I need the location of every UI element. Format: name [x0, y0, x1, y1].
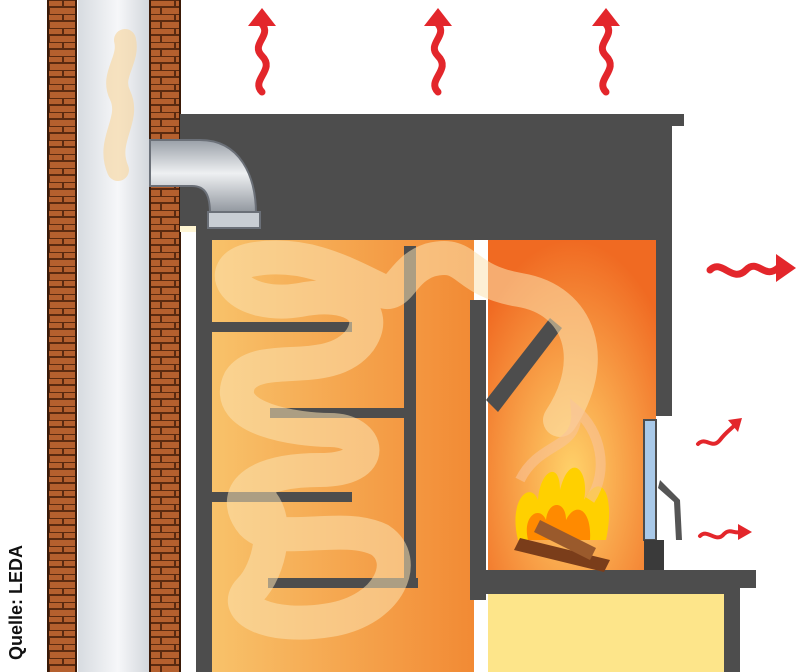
- chimney: [47, 0, 181, 672]
- smoke-flow-path: [215, 240, 598, 640]
- heat-wave-icon: [696, 422, 738, 446]
- heat-wave-icon: [598, 20, 614, 96]
- chimney-brick-wall-left: [48, 0, 76, 672]
- stove-outer-wall: [180, 114, 684, 238]
- heat-wave-icon: [430, 20, 446, 96]
- chimney-brick-wall-right: [150, 0, 180, 672]
- flue-baffles: [212, 246, 562, 600]
- heat-wave-icon: [248, 8, 276, 26]
- heat-wave-icon: [424, 8, 452, 26]
- heat-wave-icon: [698, 529, 742, 540]
- chimney-pipe-icon: [149, 139, 261, 229]
- heat-wave-icon: [706, 262, 782, 278]
- fire-icon: [514, 398, 610, 572]
- hearth-shelf: [486, 570, 756, 672]
- heat-wave-icon: [728, 418, 742, 432]
- firebox-door-glass: [643, 419, 657, 541]
- heat-wave-icon: [738, 524, 752, 540]
- source-credit: Quelle: LEDA: [6, 544, 26, 660]
- heat-wave-icon: [776, 254, 796, 282]
- smoke-in-chimney: [103, 29, 137, 181]
- ash-chamber: [488, 594, 728, 672]
- heat-wave-icon: [592, 8, 620, 26]
- door-handle-icon: [658, 480, 682, 540]
- heat-waves: [248, 8, 796, 540]
- heat-wave-icon: [254, 20, 270, 96]
